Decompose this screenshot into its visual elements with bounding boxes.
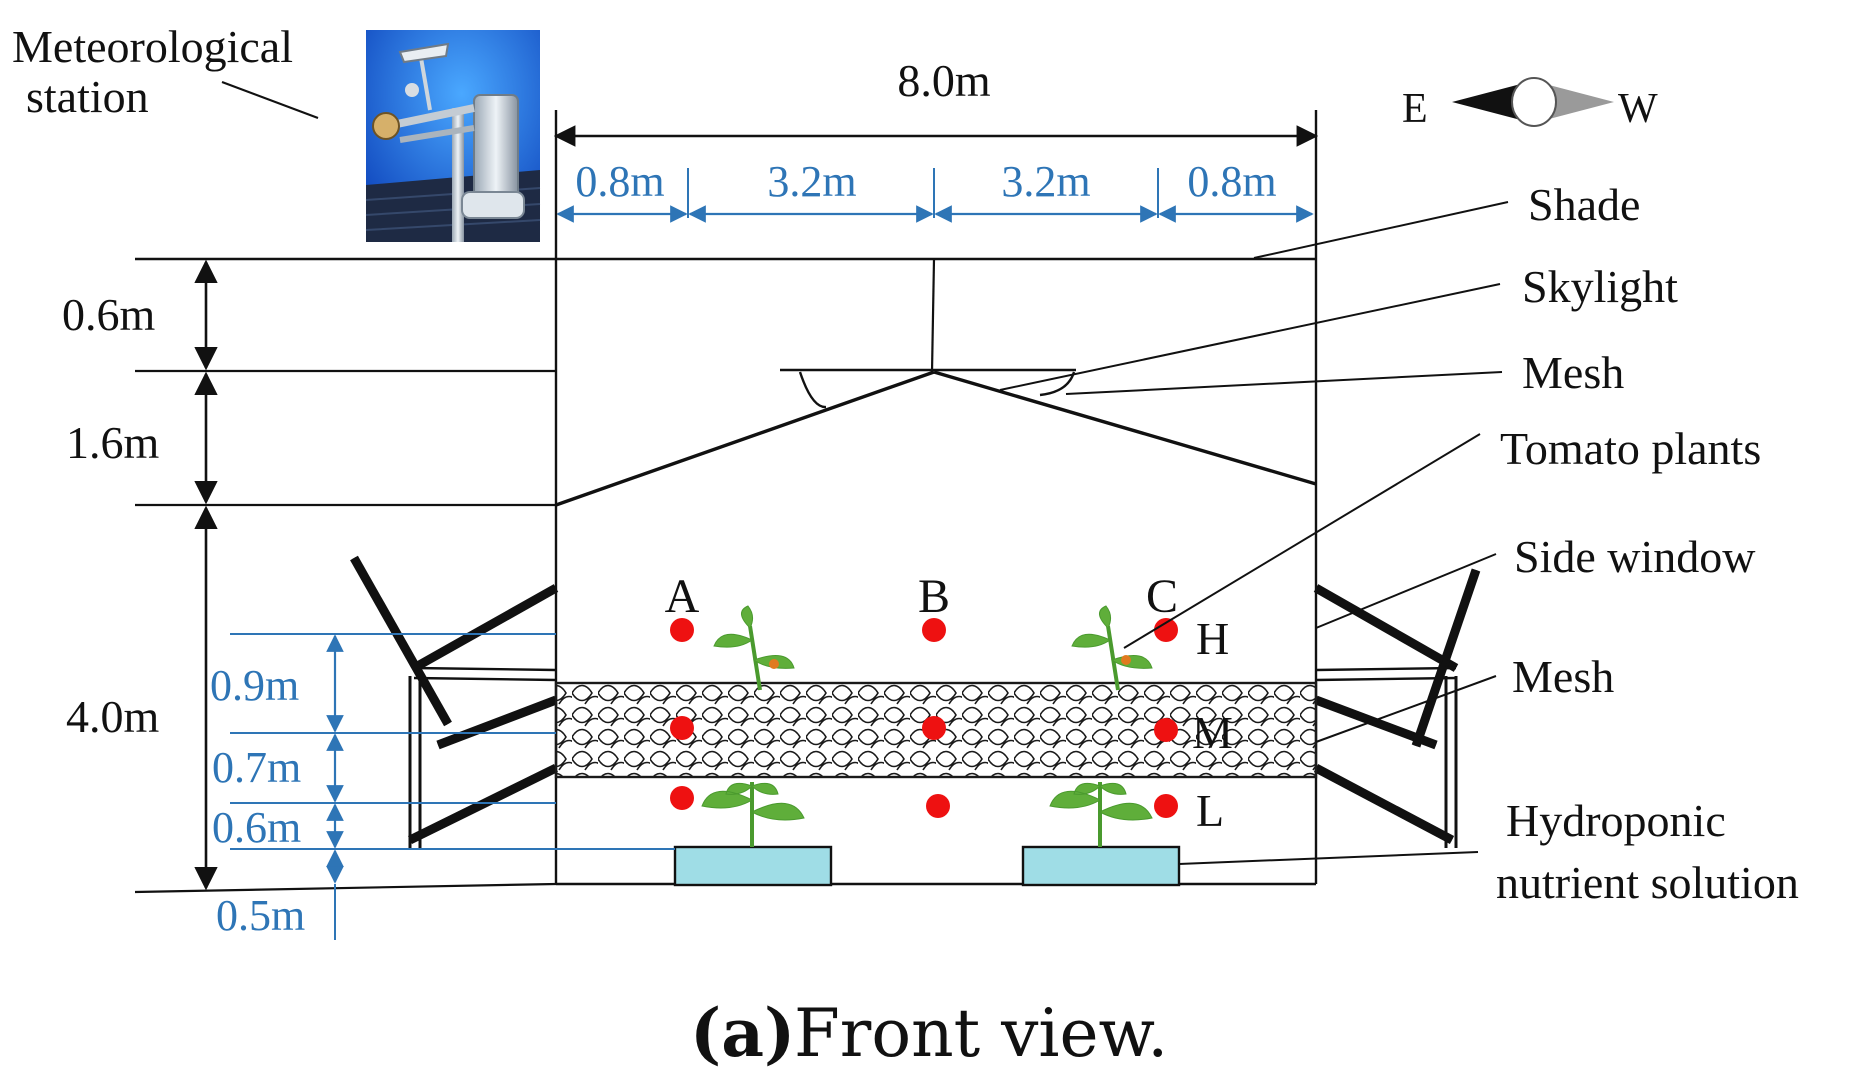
label-side-window: Side window — [1514, 531, 1756, 582]
label-solution-line1: Hydroponic — [1506, 795, 1726, 846]
solution-tank-right — [1021, 845, 1181, 887]
roof — [555, 368, 1317, 507]
dim-w2: 3.2m — [767, 157, 856, 206]
figure-caption: (a) Front view. — [690, 994, 1168, 1072]
caption-tag: (a) — [690, 994, 795, 1072]
point-col-c: C — [1146, 570, 1178, 623]
sensor-height-guides — [230, 633, 675, 850]
dim-base: 0.5m — [216, 891, 305, 940]
tomato-plant-lower-left — [701, 782, 805, 847]
compass-east: E — [1402, 86, 1428, 132]
tomato-plant-lower-right — [1049, 782, 1153, 847]
label-shade: Shade — [1528, 179, 1640, 230]
dim-shade: 0.6m — [62, 289, 156, 340]
label-solution-line2: nutrient solution — [1496, 857, 1799, 908]
dim-w1: 0.8m — [575, 157, 664, 206]
point-row-l: L — [1196, 785, 1224, 836]
sample-points — [670, 618, 1178, 818]
caption-text: Front view. — [794, 995, 1168, 1072]
station-label: Meteorological station — [12, 21, 293, 122]
point-row-h: H — [1196, 613, 1229, 664]
sample-point-B-L — [926, 794, 950, 818]
sample-point-A-M — [670, 716, 694, 740]
label-mesh-side: Mesh — [1512, 651, 1614, 702]
tomato-plant-upper-left — [713, 605, 795, 691]
compass-west: W — [1618, 86, 1658, 132]
solution-tank-left — [673, 845, 833, 887]
station-leader-line — [221, 80, 319, 120]
label-mesh-top: Mesh — [1522, 347, 1624, 398]
leader-lines — [999, 201, 1509, 865]
point-row-m: M — [1192, 707, 1233, 758]
sample-point-C-L — [1154, 794, 1178, 818]
label-skylight: Skylight — [1522, 261, 1678, 312]
point-col-a: A — [665, 570, 700, 623]
sample-point-B-H — [922, 618, 946, 642]
dim-high: 0.9m — [210, 661, 299, 710]
label-tomato-plants: Tomato plants — [1500, 423, 1761, 474]
dim-low: 0.6m — [212, 803, 301, 852]
sample-point-C-H — [1154, 618, 1178, 642]
point-col-b: B — [918, 570, 950, 623]
dim-wall: 4.0m — [66, 691, 160, 742]
dim-roof: 1.6m — [66, 417, 160, 468]
sample-point-A-L — [670, 786, 694, 810]
dim-mid: 0.7m — [212, 743, 301, 792]
station-label-line2: station — [26, 71, 149, 122]
station-label-line1: Meteorological — [12, 21, 293, 72]
sample-point-A-H — [670, 618, 694, 642]
station-photo — [365, 30, 541, 242]
side-window-left — [350, 555, 559, 848]
sample-point-C-M — [1154, 718, 1178, 742]
sample-point-B-M — [922, 716, 946, 740]
dim-total-width: 8.0m — [897, 55, 991, 106]
side-window-right — [1313, 568, 1481, 848]
tomato-plant-upper-right — [1071, 605, 1153, 691]
dim-w3: 3.2m — [1001, 157, 1090, 206]
dim-w4: 0.8m — [1187, 157, 1276, 206]
compass-icon: E W — [1402, 77, 1658, 132]
